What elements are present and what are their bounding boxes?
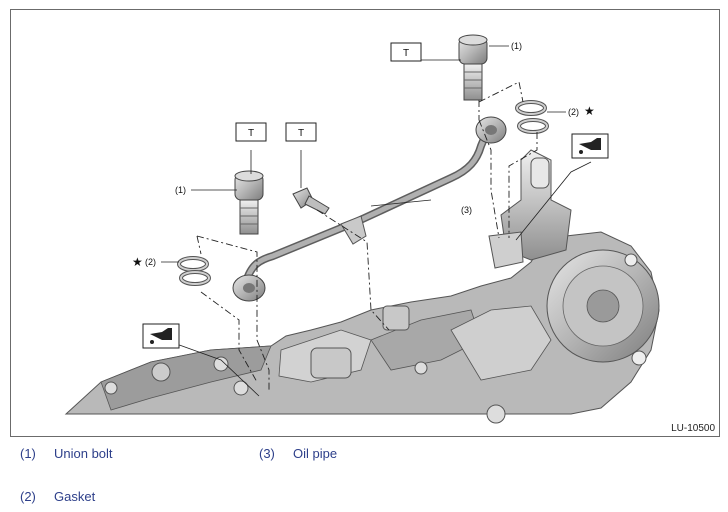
union-bolt-top — [458, 34, 488, 101]
star-mark-left: ★ — [132, 255, 143, 269]
legend-label: Oil pipe — [293, 446, 338, 461]
torque-label: T — [403, 48, 409, 59]
diagram-frame: T T T (1) (2) ★ (1) ★ (2) (3) LU-10500 — [10, 9, 720, 437]
oil-can-icon — [142, 323, 180, 349]
assembly-lines — [196, 81, 538, 390]
torque-label: T — [248, 128, 254, 139]
legend-label: Union bolt — [54, 446, 113, 461]
engine-block — [64, 149, 660, 424]
callout-gasket-right: (2) — [568, 107, 579, 117]
callout-gasket-left: (2) — [145, 257, 156, 267]
union-bolt-left — [234, 170, 264, 235]
leader-lines — [161, 45, 592, 397]
torque-box-center: T — [285, 122, 317, 142]
star-mark-right: ★ — [584, 104, 595, 118]
legend-number: (3) — [259, 446, 275, 461]
torque-box-top: T — [390, 42, 422, 62]
legend-number: (2) — [20, 489, 36, 504]
legend-label: Gasket — [54, 489, 96, 504]
gasket-right — [515, 100, 549, 134]
bracket-bolt — [292, 187, 330, 215]
callout-oil-pipe: (3) — [461, 205, 472, 215]
figure-id: LU-10500 — [671, 423, 715, 434]
callout-union-bolt-left: (1) — [175, 185, 186, 195]
oil-pipe — [232, 116, 507, 302]
legend-item-union-bolt: (1) Union bolt — [20, 446, 113, 461]
exploded-diagram: T T T (1) (2) ★ (1) ★ (2) (3) — [64, 34, 660, 424]
torque-box-left: T — [235, 122, 267, 142]
oil-can-icon — [571, 133, 609, 159]
legend-item-gasket: (2) Gasket — [20, 489, 95, 504]
gasket-left — [177, 256, 211, 286]
torque-label: T — [298, 128, 304, 139]
legend-number: (1) — [20, 446, 36, 461]
callout-union-bolt-top: (1) — [511, 41, 522, 51]
legend-item-oil-pipe: (3) Oil pipe — [259, 446, 337, 461]
